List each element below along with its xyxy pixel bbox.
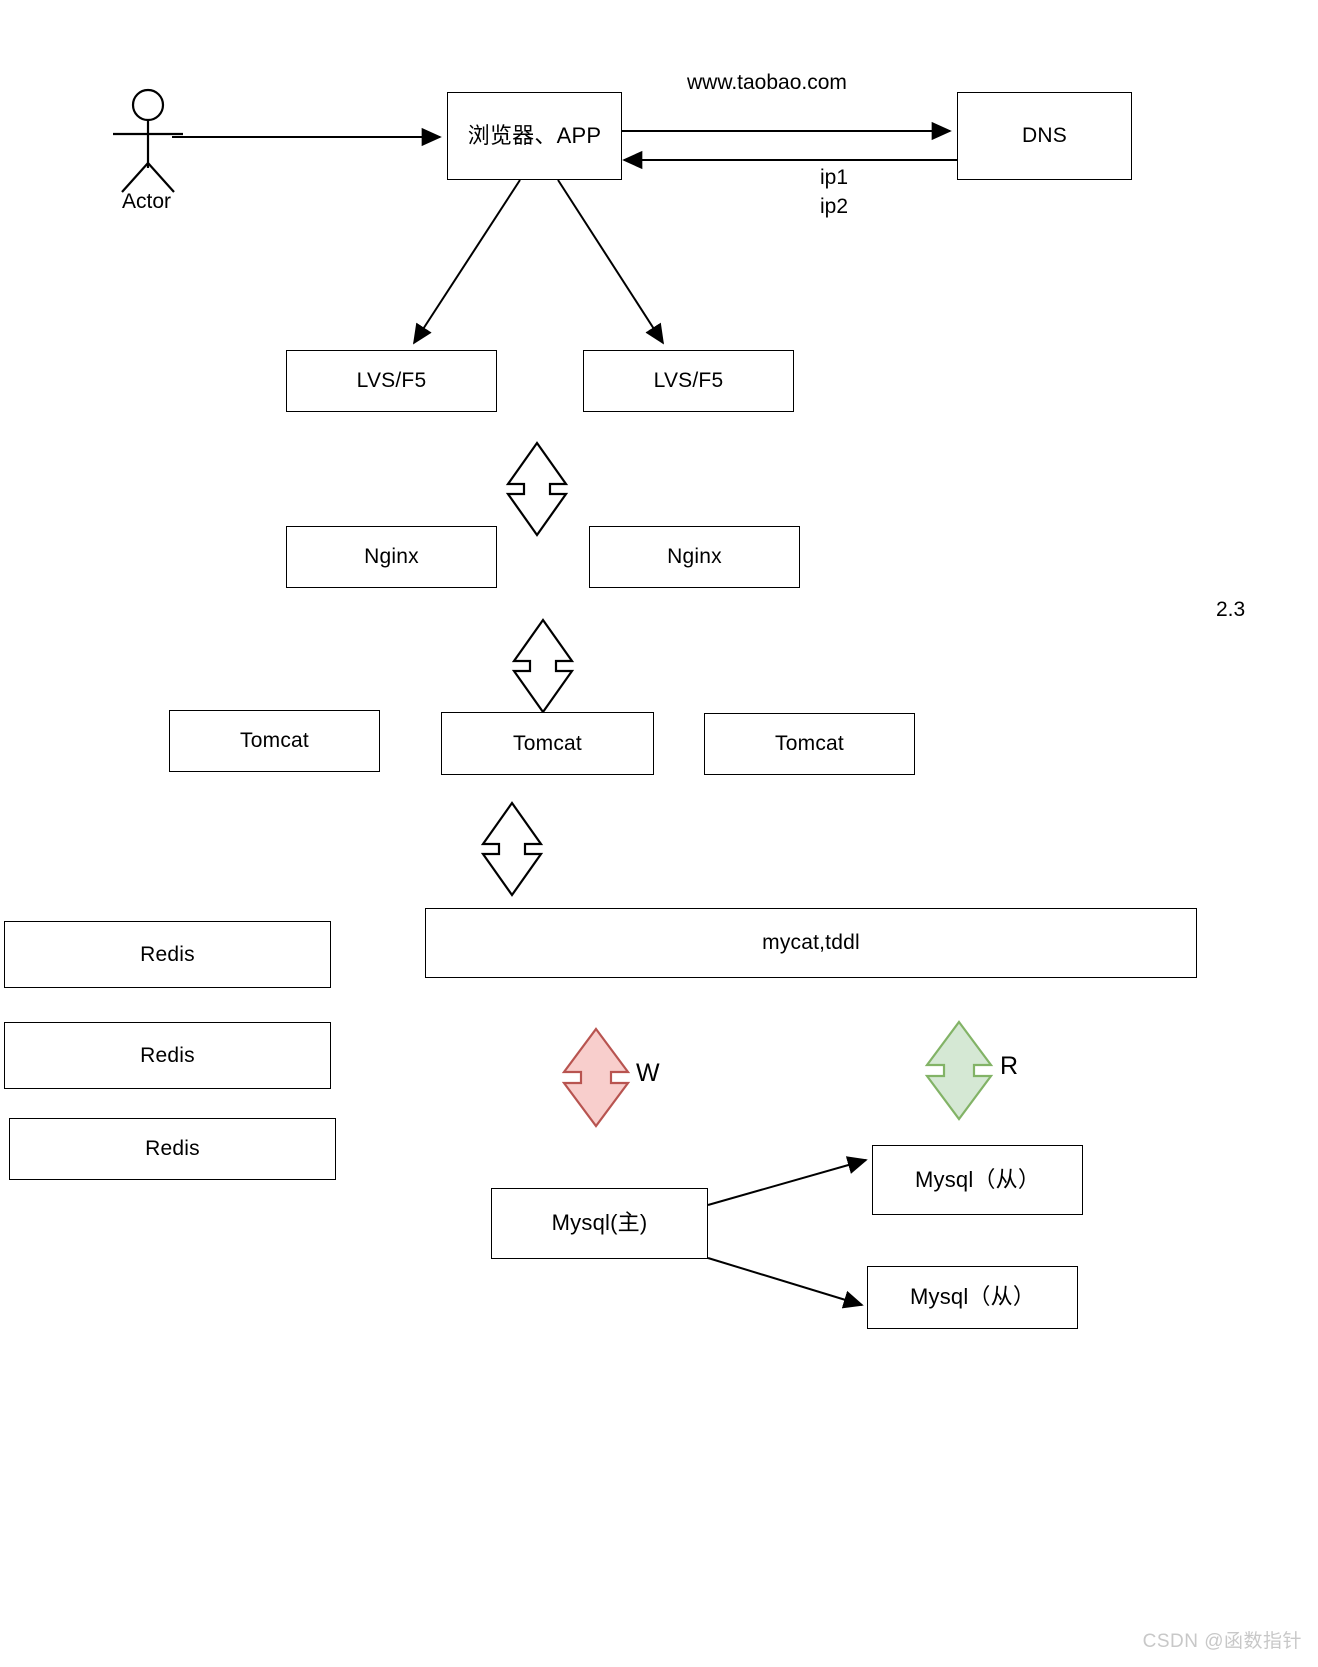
node-redis-3[interactable]: Redis [9, 1118, 336, 1180]
edge-master-to-slave-1 [707, 1156, 868, 1206]
node-redis-1[interactable]: Redis [4, 921, 331, 988]
domain-label: www.taobao.com [687, 71, 847, 94]
edge-browser-to-lvs-left [413, 179, 521, 345]
bidirectional-arrow-lvs-nginx [505, 441, 569, 537]
node-nginx-right[interactable]: Nginx [589, 526, 800, 588]
ip1-label: ip1 [820, 166, 849, 189]
bidirectional-arrow-nginx-tomcat [511, 618, 575, 714]
bidirectional-arrow-tomcat-mycat [480, 801, 544, 897]
actor-stick-figure-icon [113, 88, 183, 193]
node-lvs-f5-left[interactable]: LVS/F5 [286, 350, 497, 412]
node-lvs-f5-right[interactable]: LVS/F5 [583, 350, 794, 412]
node-tomcat-center[interactable]: Tomcat [441, 712, 654, 775]
read-label: R [1000, 1052, 1019, 1080]
node-dns[interactable]: DNS [957, 92, 1132, 180]
ip2-label: ip2 [820, 195, 849, 218]
node-browser-app[interactable]: 浏览器、APP [447, 92, 622, 180]
node-mysql-master[interactable]: Mysql(主) [491, 1188, 708, 1259]
node-nginx-left[interactable]: Nginx [286, 526, 497, 588]
write-label: W [636, 1059, 660, 1087]
node-mysql-slave-1[interactable]: Mysql（从） [872, 1145, 1083, 1215]
right-margin-text: 2.3 [1216, 598, 1246, 621]
node-tomcat-left[interactable]: Tomcat [169, 710, 380, 772]
actor-label: Actor [122, 190, 172, 213]
edge-master-to-slave-2 [707, 1257, 864, 1309]
node-mysql-slave-2[interactable]: Mysql（从） [867, 1266, 1078, 1329]
edge-browser-to-lvs-right [557, 179, 664, 345]
write-bidirectional-arrow [561, 1027, 631, 1128]
node-redis-2[interactable]: Redis [4, 1022, 331, 1089]
csdn-watermark: CSDN @函数指针 [1142, 1631, 1302, 1652]
node-tomcat-right[interactable]: Tomcat [704, 713, 915, 775]
read-bidirectional-arrow [924, 1020, 994, 1121]
node-mycat-tddl[interactable]: mycat,tddl [425, 908, 1197, 978]
